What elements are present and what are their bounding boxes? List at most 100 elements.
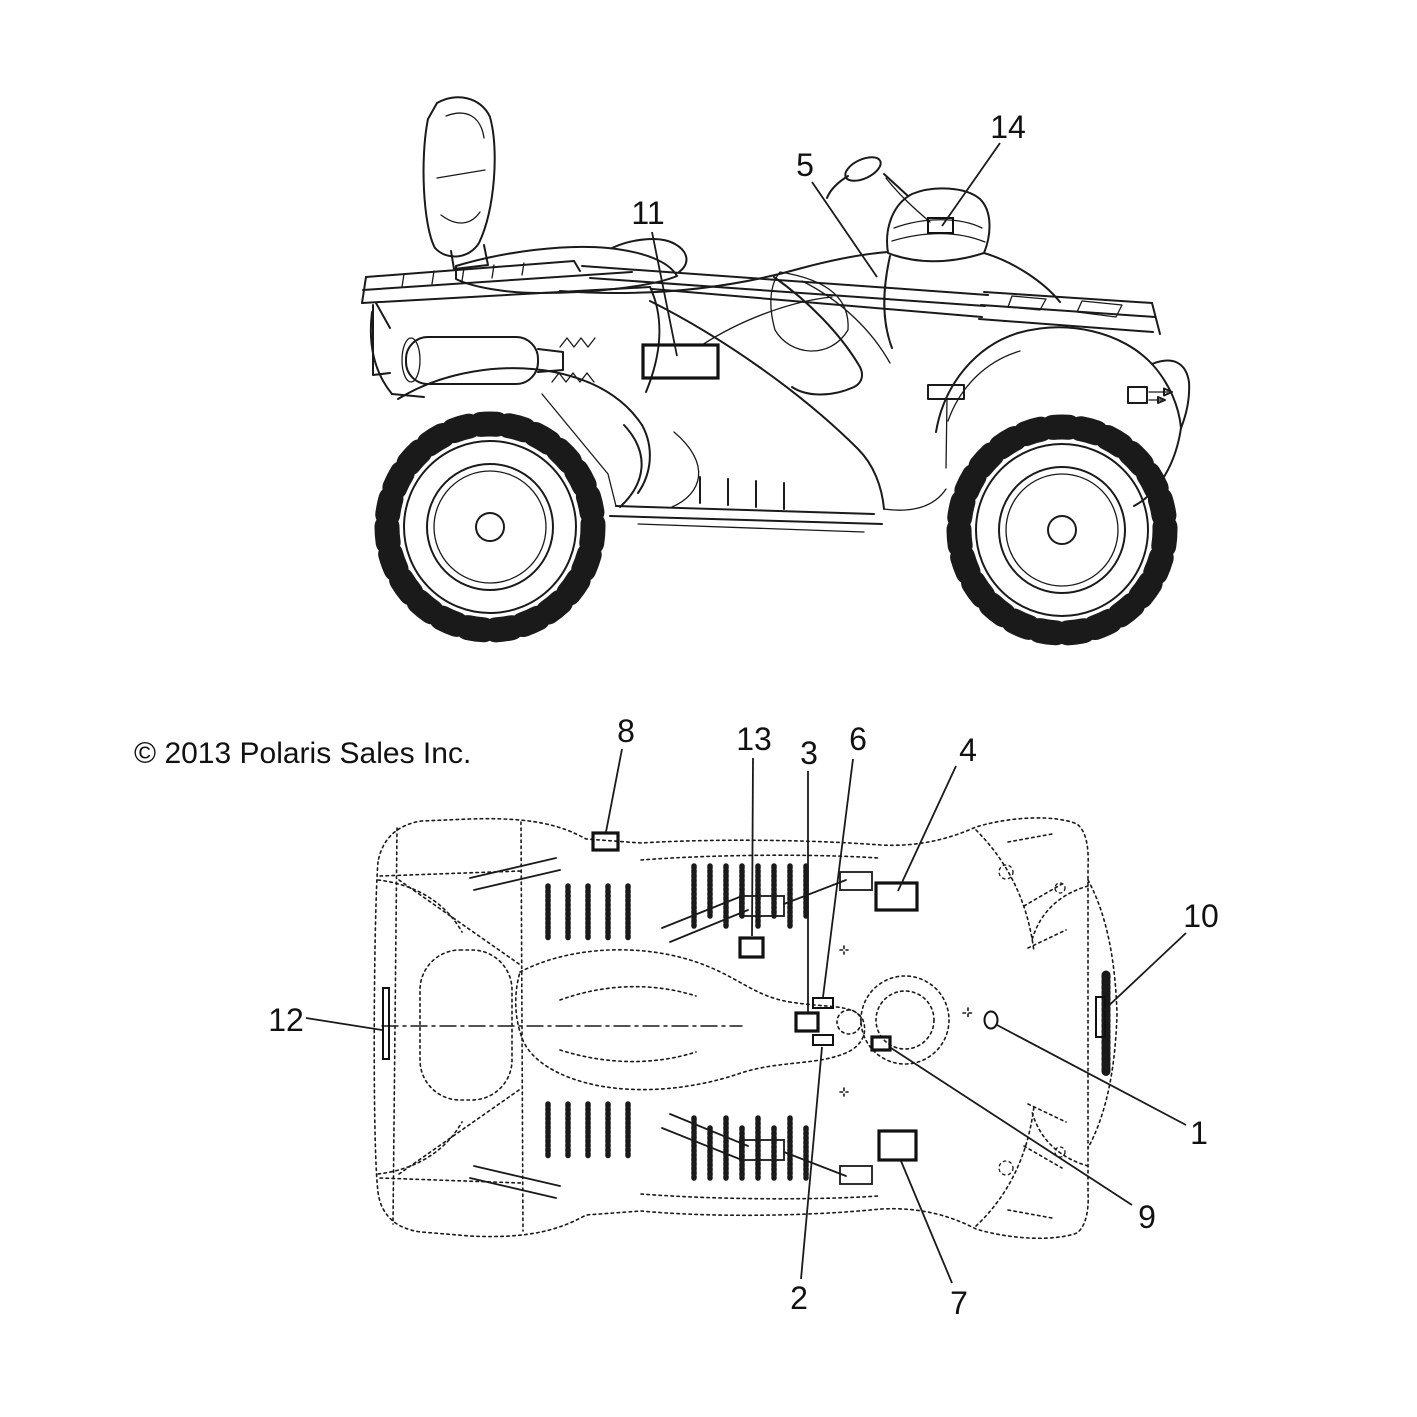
cross-mark bbox=[962, 1007, 974, 1019]
fender-nose bbox=[1151, 359, 1191, 429]
front-rim-inner bbox=[1005, 473, 1119, 587]
callout-7-number: 7 bbox=[950, 1285, 968, 1321]
rack-slat bbox=[461, 267, 465, 282]
tank-panel bbox=[773, 276, 863, 396]
panel-crease bbox=[671, 431, 700, 508]
mud-flap bbox=[391, 393, 425, 398]
rack-brace bbox=[375, 302, 391, 329]
front-tire bbox=[975, 443, 1149, 617]
callout-11: 11 bbox=[631, 195, 678, 357]
joint bbox=[739, 895, 785, 917]
backrest bbox=[422, 96, 496, 270]
board-inner-edge bbox=[640, 1193, 879, 1200]
pod-lower-edge bbox=[883, 255, 893, 349]
leader-line bbox=[897, 765, 957, 892]
panel-crease bbox=[701, 296, 833, 346]
leader-line bbox=[800, 1046, 823, 1280]
callout-10-number: 10 bbox=[1183, 898, 1219, 934]
atv-side-view bbox=[361, 96, 1191, 646]
handlebar bbox=[883, 173, 909, 197]
rear-body-edge bbox=[645, 286, 661, 393]
decal-box-4 bbox=[874, 881, 919, 912]
pod-body bbox=[886, 187, 991, 263]
arm bbox=[469, 857, 557, 879]
seats bbox=[455, 238, 889, 295]
joint bbox=[839, 1165, 873, 1185]
arm bbox=[783, 1151, 847, 1177]
fender-arc bbox=[377, 1121, 463, 1175]
tie-rod bbox=[661, 895, 743, 929]
rack-rail bbox=[651, 288, 983, 318]
decal-markers bbox=[382, 217, 1106, 1162]
cross-mark bbox=[839, 1087, 849, 1097]
arm bbox=[473, 869, 561, 891]
muffler-tip bbox=[537, 348, 564, 373]
seat-seam bbox=[559, 1049, 697, 1063]
leader-line bbox=[822, 758, 854, 998]
callout-8-number: 8 bbox=[617, 713, 635, 749]
muffler bbox=[401, 336, 596, 385]
leader-line bbox=[651, 231, 678, 357]
leader-line bbox=[605, 748, 623, 833]
callout-11-number: 11 bbox=[631, 195, 664, 231]
decal-box-7 bbox=[877, 1129, 918, 1162]
front-rim bbox=[998, 466, 1126, 594]
callout-9-number: 9 bbox=[1138, 1199, 1156, 1235]
handlebar-pod bbox=[826, 156, 1061, 349]
cap bbox=[836, 1009, 862, 1035]
rack-bar bbox=[978, 318, 1154, 333]
taillight-bracket bbox=[372, 304, 391, 376]
seat-top bbox=[381, 949, 866, 1101]
callout-4: 4 bbox=[897, 732, 977, 892]
leader-line bbox=[996, 1024, 1187, 1126]
screw bbox=[998, 1160, 1014, 1176]
rack-slat bbox=[401, 273, 405, 288]
rail-loop bbox=[770, 271, 849, 352]
leader-line bbox=[1101, 932, 1187, 1013]
rack-slat bbox=[491, 264, 495, 279]
fender-arc bbox=[975, 1105, 1035, 1227]
decal-box-12 bbox=[382, 987, 390, 1060]
fender-lower bbox=[1133, 427, 1182, 507]
rack-slat bbox=[521, 262, 525, 276]
rack-end bbox=[1151, 302, 1161, 335]
fender-arch bbox=[397, 367, 643, 426]
callout-2-number: 2 bbox=[790, 1280, 808, 1316]
leader-line bbox=[305, 1017, 383, 1031]
air-box-inner bbox=[875, 990, 935, 1050]
arm bbox=[783, 879, 847, 905]
front-fender bbox=[883, 326, 1191, 511]
passenger-seat bbox=[455, 245, 678, 294]
rear-rim bbox=[426, 463, 554, 591]
rear-rim-inner bbox=[433, 470, 547, 584]
rib bbox=[1007, 1209, 1053, 1219]
decal-box-13 bbox=[738, 936, 765, 959]
front-tire-tread bbox=[946, 414, 1178, 646]
screw bbox=[1054, 1146, 1066, 1158]
seat-outline bbox=[514, 949, 866, 1091]
fender-arch-inner bbox=[947, 350, 1021, 422]
callout-9: 9 bbox=[890, 1047, 1156, 1235]
rib bbox=[1027, 929, 1067, 949]
handlebar-grip bbox=[844, 156, 882, 182]
fender-arc bbox=[975, 829, 1035, 953]
wheel-well bbox=[1031, 1111, 1089, 1167]
decal-box-11 bbox=[641, 343, 720, 380]
callout-14: 14 bbox=[941, 109, 1026, 227]
tie-rod bbox=[661, 1127, 743, 1161]
center-body bbox=[541, 276, 965, 533]
backrest-top bbox=[419, 949, 513, 1101]
muffler-body bbox=[405, 336, 539, 385]
backrest-pad bbox=[422, 96, 496, 258]
rear-hub bbox=[475, 512, 505, 542]
rack-brace bbox=[398, 879, 520, 965]
callout-3: 3 bbox=[800, 735, 818, 1012]
rack-cutout bbox=[1007, 295, 1047, 311]
rack-rail bbox=[581, 265, 989, 296]
callout-6-number: 6 bbox=[849, 721, 867, 757]
brake-lever bbox=[826, 175, 849, 199]
rear-wheel bbox=[374, 411, 606, 643]
front-hub bbox=[1047, 515, 1077, 545]
